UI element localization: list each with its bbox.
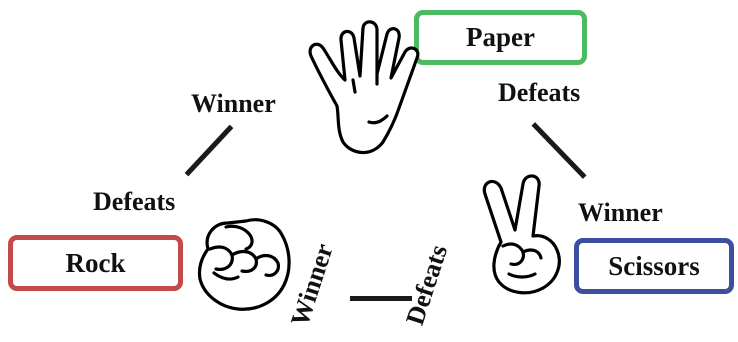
rock-box: Rock [8,235,183,291]
paper-box: Paper [414,10,587,65]
connector-rock-scissors [350,296,412,301]
edge-label-defeats-paper-scissors: Defeats [498,78,581,107]
open-hand-icon [308,20,420,155]
connector-rock-paper [184,124,234,177]
scissors-label: Scissors [608,250,700,281]
edge-label-winner-paper-scissors: Winner [578,198,663,227]
edge-label-defeats-rock-scissors: Defeats [400,241,454,329]
edge-label-winner-paper-rock: Winner [191,89,276,118]
paper-label: Paper [466,22,535,52]
rock-label: Rock [65,247,126,278]
victory-hand-icon [482,174,561,295]
fist-icon [197,218,291,311]
scissors-box: Scissors [574,238,734,294]
edge-label-defeats-paper-rock: Defeats [93,187,176,216]
